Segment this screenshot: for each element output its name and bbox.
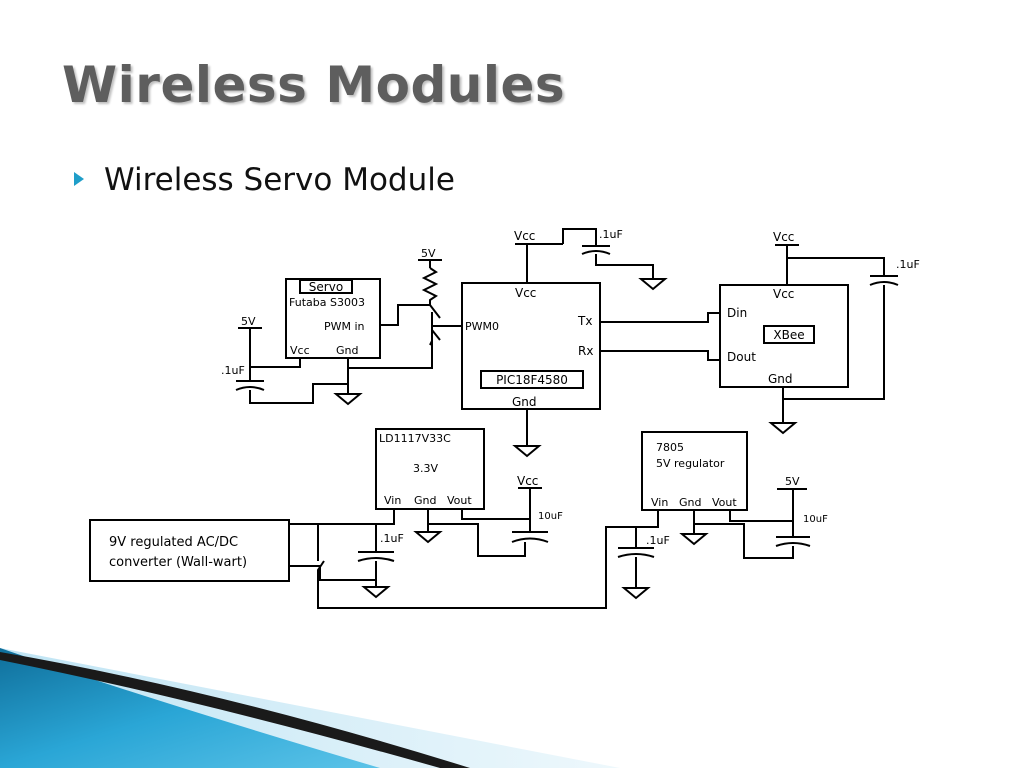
servo-pwm-label: PWM in xyxy=(324,320,365,333)
xbee-cap-label: .1uF xyxy=(896,258,920,271)
xbee-cap xyxy=(869,275,899,286)
transistor-collector xyxy=(429,304,441,319)
reg7805-desc-label: 5V regulator xyxy=(656,457,725,470)
pic-box xyxy=(461,282,601,410)
pic-gnd-label: Gnd xyxy=(512,395,537,409)
ld-out-cap xyxy=(511,531,549,543)
xbee-din-label: Din xyxy=(727,306,747,320)
servo-cap-ground-wire xyxy=(249,383,348,404)
pullup-rail xyxy=(418,259,442,268)
xbee-chip-label: XBee xyxy=(773,328,804,342)
xbee-gnd-label: Gnd xyxy=(768,372,793,386)
pic-cap-ground-wire xyxy=(595,254,654,279)
servo-cap-label: .1uF xyxy=(221,364,245,377)
ld-gnd-loop xyxy=(428,523,526,557)
xbee-dout-label: Dout xyxy=(727,350,756,364)
pic-chip-label: PIC18F4580 xyxy=(496,373,568,387)
reg-in-cap xyxy=(617,547,655,558)
servo-gnd-emitter-wire xyxy=(348,341,433,369)
servo-title: Servo xyxy=(309,280,343,294)
rx-wire xyxy=(600,350,720,361)
ld-out-vcc-label: Vcc xyxy=(517,474,538,488)
reg-out-cap-label: 10uF xyxy=(803,514,828,525)
xbee-vcc-top-label: Vcc xyxy=(773,230,794,244)
xbee-vcc-label: Vcc xyxy=(773,287,794,301)
ld-in-cap xyxy=(357,551,395,562)
pic-vcc-top-label: Vcc xyxy=(514,229,535,243)
ld-vin-wire xyxy=(289,509,395,525)
servo-pwm-wire xyxy=(380,304,430,326)
xbee-cap-ground-wire xyxy=(783,285,885,400)
ld-in-cap-label: .1uF xyxy=(380,532,404,545)
ld1117-gnd-label: Gnd xyxy=(414,494,436,507)
reg7805-vout-label: Vout xyxy=(712,496,737,509)
pic-tx-label: Tx xyxy=(577,314,592,328)
reg7805-part-label: 7805 xyxy=(656,441,684,454)
deco-dark-stripe xyxy=(0,652,470,768)
bullet-text: Wireless Servo Module xyxy=(104,162,455,198)
reg-vout-wire xyxy=(729,510,793,522)
servo-5v-label: 5V xyxy=(241,315,256,328)
reg-out-5v-label: 5V xyxy=(785,475,800,488)
bullet-arrow-icon xyxy=(74,172,84,186)
servo-vcc-wire xyxy=(250,358,301,368)
reg7805-gnd-label: Gnd xyxy=(679,496,701,509)
xbee-chip-label-box xyxy=(763,325,815,344)
xbee-cap-top-wire xyxy=(787,257,885,276)
wallwart-gnd-wire xyxy=(289,565,376,581)
servo-5v-rail xyxy=(238,327,262,381)
deco-blue-wedge xyxy=(0,648,380,768)
ld1117-vin-label: Vin xyxy=(384,494,401,507)
pic-cap-label: .1uF xyxy=(599,228,623,241)
ld1117-vout-label: Vout xyxy=(447,494,472,507)
pic-rx-label: Rx xyxy=(578,344,593,358)
ld-vout-wire xyxy=(461,509,530,520)
servo-model: Futaba S3003 xyxy=(289,296,365,309)
ld1117-box xyxy=(375,428,485,510)
ld-out-cap-label: 10uF xyxy=(538,511,563,522)
transistor-emitter xyxy=(429,329,441,346)
pic-chip-label-box xyxy=(480,370,584,389)
servo-vcc-label: Vcc xyxy=(290,344,310,357)
ld1117-part-label: LD1117V33C xyxy=(379,432,451,445)
slide-title: Wireless Modules xyxy=(62,56,566,114)
bus-wire xyxy=(317,510,659,609)
ld1117-voltage-label: 3.3V xyxy=(413,462,438,475)
wallwart-line1: 9V regulated AC/DC xyxy=(109,535,238,550)
servo-cap xyxy=(235,380,265,391)
pic-vcc-label: Vcc xyxy=(515,286,536,300)
wallwart-box xyxy=(89,519,290,582)
wallwart-line2: converter (Wall-wart) xyxy=(109,555,247,570)
reg-out-cap xyxy=(775,536,811,547)
tx-wire xyxy=(600,312,720,323)
pic-cap-wire xyxy=(562,228,597,246)
circuit-schematic: Servo Futaba S3003 PWM in Vcc Gnd 5V .1u… xyxy=(89,228,920,609)
reg7805-vin-label: Vin xyxy=(651,496,668,509)
pic-cap xyxy=(581,245,611,255)
servo-gnd-label: Gnd xyxy=(336,344,358,357)
reg-in-cap-label: .1uF xyxy=(646,534,670,547)
pullup-5v-label: 5V xyxy=(421,247,436,260)
pullup-resistor xyxy=(421,267,439,305)
servo-label-box xyxy=(299,279,353,294)
reg-gnd-loop xyxy=(694,523,794,559)
pic-pwm-label: PWM0 xyxy=(465,320,499,333)
